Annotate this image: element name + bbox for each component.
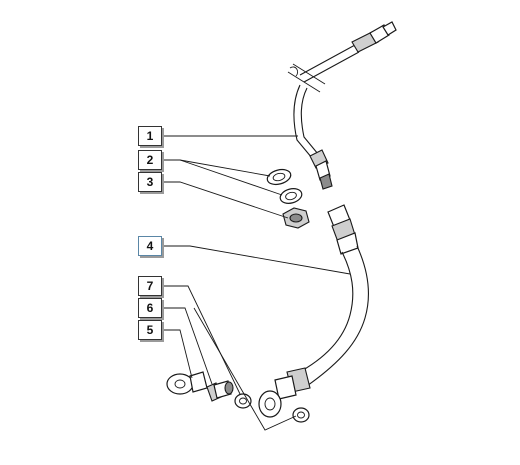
- callout-4[interactable]: 4: [138, 236, 162, 256]
- callout-7[interactable]: 7: [138, 276, 162, 296]
- small-washer: [234, 393, 252, 409]
- callout-3[interactable]: 3: [138, 172, 162, 192]
- washers: [266, 168, 303, 204]
- callout-2[interactable]: 2: [138, 150, 162, 170]
- banjo-fitting: [166, 371, 208, 395]
- callout-1[interactable]: 1: [138, 126, 162, 146]
- lower-hose: [258, 204, 370, 418]
- callout-5[interactable]: 5: [138, 320, 162, 340]
- leader-lines: [162, 135, 351, 431]
- nut: [282, 207, 310, 229]
- callout-6[interactable]: 6: [138, 298, 162, 318]
- upper-pipe: [287, 21, 397, 190]
- banjo-bolt: [206, 380, 234, 402]
- washer-lower: [292, 407, 310, 423]
